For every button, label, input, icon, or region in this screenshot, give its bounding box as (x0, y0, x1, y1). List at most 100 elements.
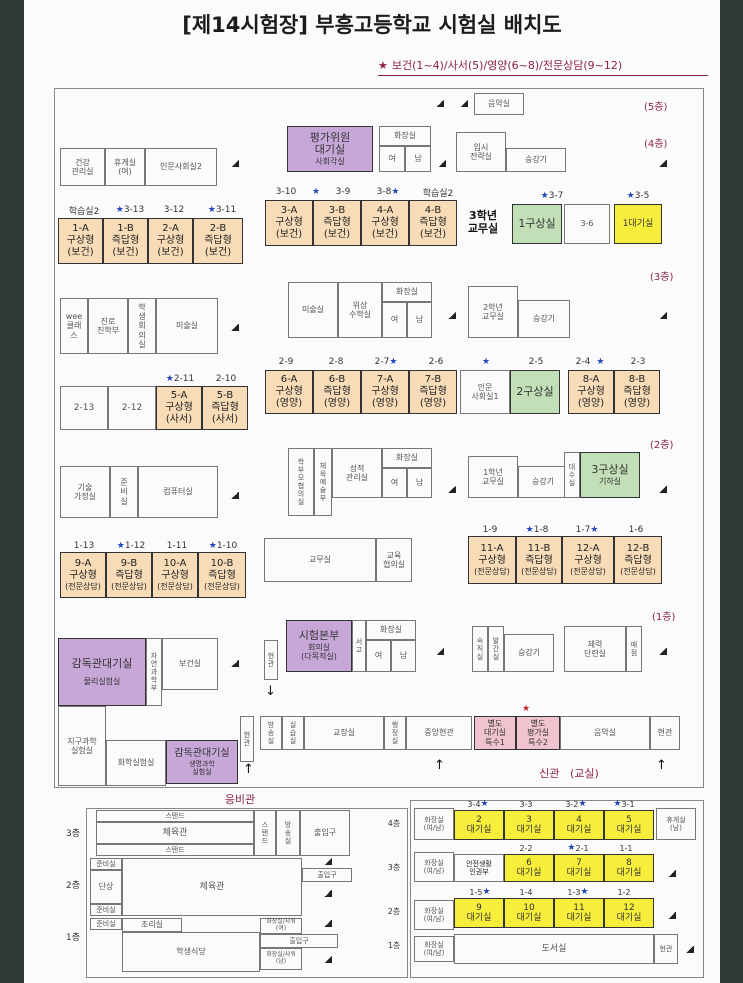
floor-3-label: (3층) (650, 272, 674, 283)
room-label: 1-2 (617, 887, 631, 897)
health-room: 건강 관리실 (60, 148, 105, 186)
supervisor2-label: 감독관대기실 (174, 748, 230, 760)
stairs-icon (686, 946, 694, 953)
hq-label: 시험본부 (298, 629, 340, 643)
supervisor-waiting-room-2[interactable]: 감독관대기실 생명과학 실험실 (166, 740, 238, 784)
exam-headquarters[interactable]: 시험본부 회의실 (다목적실) (286, 620, 352, 672)
kitchen: 조리실 (122, 918, 182, 932)
floor-2-label: (2층) (650, 440, 674, 451)
separate-exam-room[interactable]: 별도 평가실 특수2 (516, 716, 560, 750)
grade3-office: 3학년 교무실 (467, 209, 499, 235)
earth-science-lab: 지구과학 실험실 (58, 706, 106, 786)
waiting-room-1[interactable]: 1대기실 (614, 204, 662, 244)
grade1-office: 1학년 교무실 (468, 456, 518, 498)
new-floor-2: 2층 (387, 907, 401, 917)
prep-room-annex: 준비실 (90, 918, 122, 930)
principal-office: 교장실 (304, 716, 384, 750)
restroom-shower-female: 화장실/샤워 (여) (260, 918, 302, 934)
restroom-3f: 화장실 (382, 282, 432, 302)
room-label: 1-4 (519, 887, 533, 897)
room-label: ★2-11 (165, 374, 195, 384)
stairs-icon (231, 660, 239, 667)
stairs-icon (659, 160, 667, 167)
new-building-title: 신관 (교실) (539, 766, 599, 780)
elevator-2f: 승강기 (518, 466, 568, 498)
prep-room-2[interactable]: 2구상실 (510, 370, 560, 414)
stairs-icon (659, 648, 667, 655)
supervisor-waiting-room[interactable]: 감독관대기실 물리실험실 (58, 638, 146, 706)
restroom-new-3f: 화장실 (여/남) (414, 852, 454, 882)
annex-floor-3: 3층 (65, 828, 80, 839)
room-label: ★1-10 (208, 541, 238, 551)
restroom-female: 여 (379, 146, 405, 172)
room-label: 1-11 (166, 541, 188, 551)
room-label: 3-10 (275, 187, 297, 197)
stairs-icon (324, 890, 332, 897)
room-label: 2-6 (428, 357, 444, 367)
prep-room-1[interactable]: 1구상실 (512, 204, 562, 244)
stairs-icon (324, 858, 332, 865)
floor-4-label: (4층) (644, 139, 668, 150)
wee-class-room: wee 클래 스 (60, 298, 88, 354)
room-label: 2-7★ (374, 357, 398, 367)
prep-room-3[interactable]: 3구상실 기하실 (580, 452, 640, 498)
room-label: 2-3 (630, 357, 646, 367)
humanities-room-2: 인문사회실2 (145, 148, 217, 186)
elevator-3f: 승강기 (518, 300, 570, 338)
supervisor2-sub: 생명과학 실험실 (189, 759, 215, 776)
separate-waiting-room[interactable]: 별도 대기실 특수1 (474, 716, 516, 750)
restroom-male: 남 (391, 640, 416, 672)
annex-title: 응비관 (224, 792, 256, 806)
room-label: 학습실2 (422, 188, 454, 199)
room-label: 3-12 (163, 205, 185, 215)
front-entrance: 현관 (650, 716, 680, 750)
new-floor-1: 1층 (387, 941, 401, 951)
restroom-female: 여 (382, 468, 407, 498)
edu-meeting-room: 교육 협의실 (376, 538, 412, 582)
room-label: ★3-7 (540, 191, 564, 201)
practice-room: 실 습 실 (282, 716, 304, 750)
arrow-down-icon: ↓ (265, 684, 276, 699)
legend: ★ 보건(1~4)/사서(5)/영양(6~8)/전문상담(9~12) (378, 55, 708, 75)
stairs-icon (668, 912, 676, 919)
music-room-1f: 음악실 (560, 716, 650, 750)
room-label: 3-2★ (565, 799, 587, 809)
room-label: ★3-11 (207, 205, 237, 215)
stairs-icon (668, 870, 676, 877)
